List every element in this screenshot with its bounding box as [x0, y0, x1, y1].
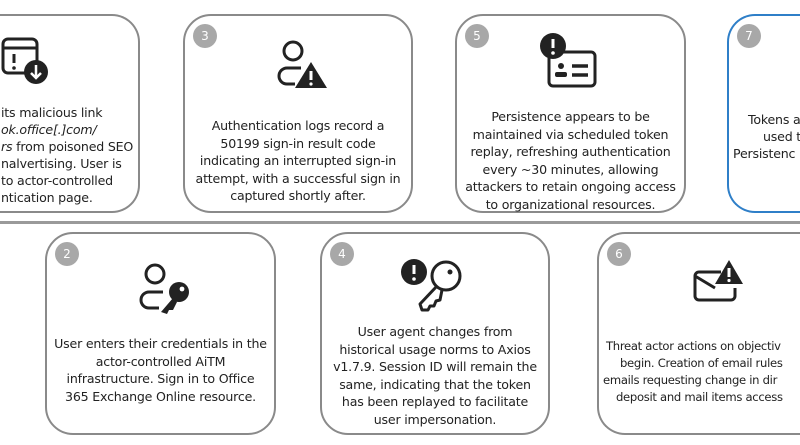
- step-2-line: actor-controlled AiTM: [95, 353, 226, 369]
- step-1-line: its malicious link: [1, 105, 103, 120]
- step-6-line: emails requesting change in dir: [603, 373, 778, 387]
- step-3-line: Authentication logs record a: [211, 118, 385, 133]
- step-5-line: to organizational resources.: [485, 196, 656, 212]
- step-card-4: 4 User agent changes from historical usa…: [320, 232, 550, 435]
- step-4-line: has been replayed to facilitate: [341, 394, 529, 409]
- row-separator: [0, 221, 800, 224]
- step-7-line: used t: [763, 129, 800, 144]
- step-number-badge: 7: [737, 24, 761, 48]
- step-4-line: v1.7.9. Session ID will remain the: [333, 359, 537, 374]
- step-card-7: 7: [727, 14, 800, 213]
- step-5-line: maintained via scheduled token: [472, 126, 669, 142]
- step-3-description: Authentication logs record a 50199 sign-…: [185, 117, 411, 205]
- step-5-description: Persistence appears to be maintained via…: [457, 108, 684, 213]
- step-1-italic-fragment: rs: [1, 139, 13, 154]
- step-1-line: ntication page.: [1, 190, 93, 205]
- user-key-icon: [139, 263, 189, 314]
- step-3-line: 50199 sign-in result code: [220, 135, 376, 151]
- step-2-line: User enters their credentials in the: [54, 336, 267, 351]
- step-card-6: 6: [597, 232, 800, 435]
- step-3-line: attempt, with a successful sign in: [195, 170, 401, 186]
- step-number-badge: 4: [330, 242, 354, 266]
- step-6-line: begin. Creation of email rules: [620, 356, 783, 370]
- step-card-2: 2 User enters their credentials in the a…: [45, 232, 276, 435]
- step-6-line: Threat actor actions on objectiv: [606, 339, 781, 353]
- step-5-line: every ~30 minutes, allowing: [482, 161, 659, 177]
- step-1-line: rs from poisoned SEO: [1, 138, 133, 156]
- step-1-fragment: from poisoned SEO: [12, 139, 134, 154]
- step-number-badge: 2: [55, 242, 79, 266]
- step-2-line: infrastructure. Sign in to Office: [66, 371, 255, 386]
- step-1-line: nalvertising. User is: [1, 156, 122, 171]
- id-card-alert-icon: [540, 33, 597, 88]
- user-warning-icon: [277, 40, 327, 88]
- step-card-5: 5 Persistence appears to be maintained v…: [455, 14, 686, 213]
- step-4-line: historical usage norms to Axios: [339, 341, 531, 357]
- step-5-line: attackers to retain ongoing access: [465, 179, 676, 194]
- step-number-badge: 6: [607, 242, 631, 266]
- step-4-description: User agent changes from historical usage…: [322, 323, 548, 428]
- step-4-line: user impersonation.: [373, 411, 497, 427]
- browser-download-warning-icon: [1, 37, 48, 84]
- step-number-badge: 5: [465, 24, 489, 48]
- step-5-line: replay, refreshing authentication: [470, 144, 671, 159]
- step-1-line: ok.office[.]com/: [1, 122, 97, 137]
- step-3-line: indicating an interrupted sign-in: [199, 153, 397, 168]
- step-3-line: captured shortly after.: [230, 188, 366, 203]
- step-4-line: same, indicating that the token: [339, 376, 531, 392]
- step-7-line: Tokens a: [748, 112, 800, 127]
- step-6-line: deposit and mail items access: [616, 390, 783, 404]
- step-number-badge: 3: [193, 24, 217, 48]
- step-5-line: Persistence appears to be: [491, 109, 650, 124]
- step-2-description: User enters their credentials in the act…: [47, 335, 274, 405]
- step-4-line: User agent changes from: [357, 324, 513, 339]
- step-card-3: 3 Authentication logs record a 50199 sig…: [183, 14, 413, 213]
- key-alert-icon: [401, 259, 462, 312]
- step-2-line: 365 Exchange Online resource.: [65, 388, 256, 404]
- step-1-line: to actor-controlled: [1, 173, 113, 188]
- step-card-1: [0, 14, 140, 213]
- mail-warning-icon: [693, 260, 743, 302]
- step-7-line: Persistenc: [733, 146, 796, 161]
